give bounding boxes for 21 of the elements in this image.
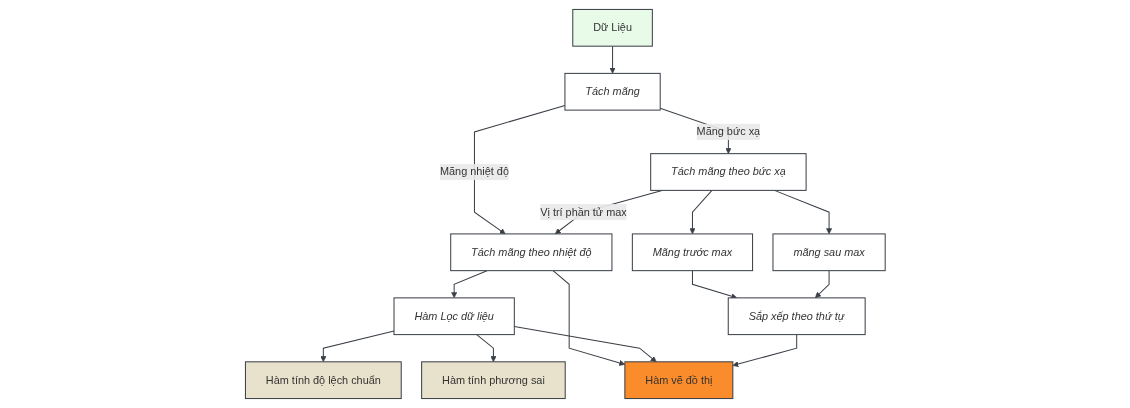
node-box: Hàm vẽ đồ thị	[624, 361, 734, 400]
node-box: Tách mãng theo bức xạ	[649, 153, 807, 191]
node-box: Mãng trước max	[631, 233, 753, 272]
edge-label: Vị trí phần tử max	[539, 206, 627, 218]
node-box: Tách mãng theo nhiệt độ	[449, 233, 613, 272]
node-box: Dữ Liệu	[571, 8, 653, 47]
node-box: Hàm tính phương sai	[420, 361, 566, 400]
arrow	[609, 45, 616, 74]
arrow	[450, 270, 488, 299]
node-box: mãng sau max	[772, 233, 886, 272]
edge-label: Mãng bức xạ	[696, 125, 760, 138]
arrow	[814, 270, 830, 299]
node-box: Tách mãng	[564, 72, 661, 111]
node-box: Hàm Lọc dữ liệu	[393, 297, 515, 336]
arrow	[475, 334, 497, 363]
node-box: Hàm tính độ lệch chuẩn	[244, 361, 402, 400]
edge-label: Mãng nhiệt độ	[439, 165, 509, 178]
arrow	[732, 334, 797, 367]
node-box: Sắp xếp theo thứ tự	[727, 297, 866, 336]
arrow	[552, 270, 625, 366]
arrow	[689, 189, 713, 235]
